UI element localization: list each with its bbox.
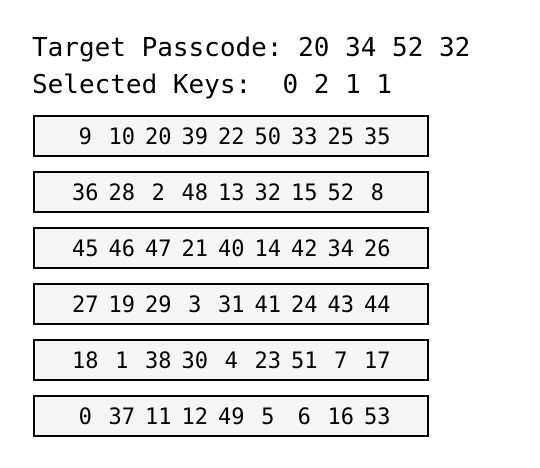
key-cell[interactable]: 19 [108, 293, 136, 318]
target-code: 32 [439, 33, 471, 63]
target-code: 20 [298, 33, 330, 63]
key-cell[interactable]: 23 [254, 349, 282, 374]
key-row-3[interactable]: 27 19 29 3 31 41 24 43 44 [33, 283, 429, 325]
key-cells: 27 19 29 3 31 41 24 43 44 [67, 285, 396, 323]
key-cell[interactable]: 33 [291, 125, 318, 150]
key-cell[interactable]: 50 [254, 125, 282, 150]
key-cell[interactable]: 14 [254, 237, 282, 262]
key-row-5[interactable]: 0 37 11 12 49 5 6 16 53 [33, 395, 429, 437]
key-cell[interactable]: 53 [364, 405, 391, 430]
key-cell[interactable]: 44 [364, 293, 391, 318]
key-row-4[interactable]: 18 1 38 30 4 23 51 7 17 [33, 339, 429, 381]
selected-key: 0 [282, 70, 299, 100]
key-cells: 36 28 2 48 13 32 15 52 8 [67, 173, 396, 211]
key-cell[interactable]: 10 [108, 125, 136, 150]
key-cell[interactable]: 7 [334, 349, 348, 374]
key-cell[interactable]: 37 [108, 405, 136, 430]
key-cell[interactable]: 28 [108, 181, 136, 206]
key-cell[interactable]: 47 [145, 237, 172, 262]
key-cells: 18 1 38 30 4 23 51 7 17 [67, 341, 396, 379]
key-cell[interactable]: 5 [261, 405, 275, 430]
key-cell[interactable]: 2 [151, 181, 165, 206]
key-cell[interactable]: 13 [218, 181, 245, 206]
key-cell[interactable]: 35 [364, 125, 391, 150]
key-cell[interactable]: 3 [188, 293, 202, 318]
key-cell[interactable]: 29 [145, 293, 172, 318]
key-row-0[interactable]: 9 10 20 39 22 50 33 25 35 [33, 115, 429, 157]
key-cell[interactable]: 0 [78, 405, 92, 430]
selected-key: 1 [376, 70, 393, 100]
selected-keys-line: Selected Keys: 0 2 1 1 [32, 70, 392, 100]
key-row-1[interactable]: 36 28 2 48 13 32 15 52 8 [33, 171, 429, 213]
key-rows: 9 10 20 39 22 50 33 25 35 36 28 2 48 13 … [33, 115, 429, 451]
key-cell[interactable]: 15 [291, 181, 318, 206]
key-cell[interactable]: 39 [181, 125, 209, 150]
selected-key: 2 [313, 70, 330, 100]
key-cell[interactable]: 51 [291, 349, 318, 374]
key-cell[interactable]: 20 [145, 125, 172, 150]
key-cell[interactable]: 21 [181, 237, 209, 262]
key-cell[interactable]: 52 [327, 181, 355, 206]
target-passcode-line: Target Passcode: 20 34 52 32 [32, 33, 470, 63]
key-cell[interactable]: 48 [181, 181, 209, 206]
key-cell[interactable]: 38 [145, 349, 172, 374]
key-cell[interactable]: 30 [181, 349, 209, 374]
key-cell[interactable]: 43 [327, 293, 355, 318]
target-passcode-label: Target Passcode: [32, 33, 283, 63]
key-cell[interactable]: 22 [218, 125, 245, 150]
key-cell[interactable]: 24 [291, 293, 318, 318]
key-cell[interactable]: 31 [218, 293, 245, 318]
key-cell[interactable]: 26 [364, 237, 391, 262]
target-code: 52 [392, 33, 424, 63]
key-cell[interactable]: 4 [224, 349, 238, 374]
key-cells: 0 37 11 12 49 5 6 16 53 [67, 397, 396, 435]
key-cell[interactable]: 1 [115, 349, 129, 374]
selected-key: 1 [345, 70, 361, 100]
key-cells: 9 10 20 39 22 50 33 25 35 [67, 117, 396, 155]
key-cell[interactable]: 17 [364, 349, 391, 374]
key-cell[interactable]: 45 [72, 237, 99, 262]
key-cell[interactable]: 12 [181, 405, 209, 430]
key-cell[interactable]: 42 [291, 237, 318, 262]
key-cell[interactable]: 16 [327, 405, 355, 430]
key-cell[interactable]: 36 [72, 181, 99, 206]
key-cell[interactable]: 41 [254, 293, 282, 318]
key-cell[interactable]: 18 [72, 349, 99, 374]
key-cell[interactable]: 32 [254, 181, 282, 206]
key-cell[interactable]: 9 [78, 125, 92, 150]
key-cell[interactable]: 25 [327, 125, 355, 150]
key-row-2[interactable]: 45 46 47 21 40 14 42 34 26 [33, 227, 429, 269]
key-cell[interactable]: 49 [218, 405, 245, 430]
key-cell[interactable]: 46 [108, 237, 136, 262]
key-cells: 45 46 47 21 40 14 42 34 26 [67, 229, 396, 267]
key-cell[interactable]: 34 [327, 237, 355, 262]
key-cell[interactable]: 40 [218, 237, 245, 262]
target-code: 34 [345, 33, 377, 63]
selected-keys-label: Selected Keys: [32, 70, 252, 100]
key-cell[interactable]: 11 [145, 405, 172, 430]
key-cell[interactable]: 8 [370, 181, 384, 206]
key-cell[interactable]: 6 [297, 405, 311, 430]
key-cell[interactable]: 27 [72, 293, 99, 318]
